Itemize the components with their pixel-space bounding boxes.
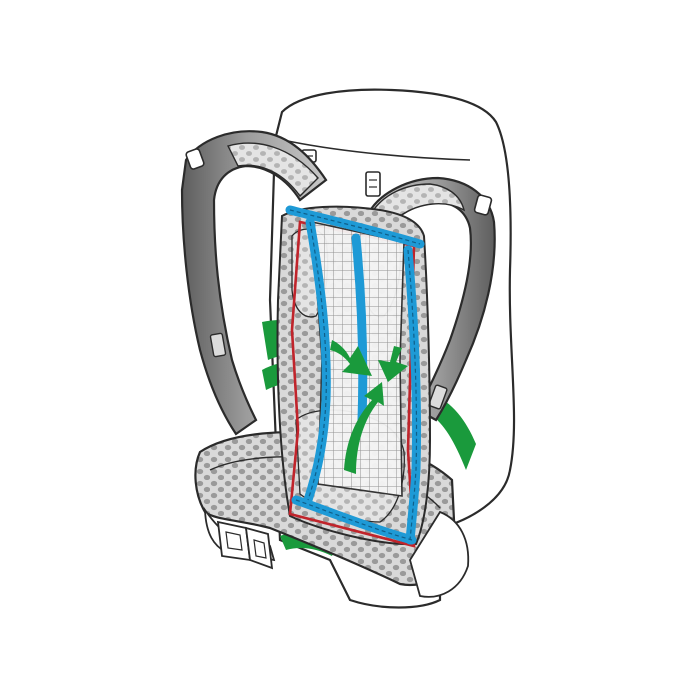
- lid-buckle-right: [365, 171, 381, 197]
- airflow-arrow-center-left: [378, 346, 408, 382]
- hip-belt-right-wing: [409, 510, 470, 598]
- lid-seam: [282, 139, 471, 161]
- frame-cross-bar: [351, 233, 368, 425]
- shoulder-strap-left-padding: [226, 142, 319, 198]
- shoulder-strap-left-buckle: [185, 148, 205, 170]
- shoulder-strap-right-clip: [428, 384, 448, 410]
- shoulder-strap-left-clip: [209, 332, 227, 358]
- shoulder-strap-right: [366, 176, 496, 422]
- shoulder-strap-left: [180, 130, 328, 436]
- hip-buckle: [216, 520, 274, 570]
- airflow-arrow-right-inlet: [430, 394, 476, 470]
- tension-frame-dashes: [289, 209, 421, 541]
- airflow-arrows-front: [330, 340, 408, 474]
- airflow-arrow-up: [344, 382, 384, 474]
- airflow-arrow-center-right: [330, 340, 372, 376]
- shoulder-strap-right-buckle: [473, 194, 493, 216]
